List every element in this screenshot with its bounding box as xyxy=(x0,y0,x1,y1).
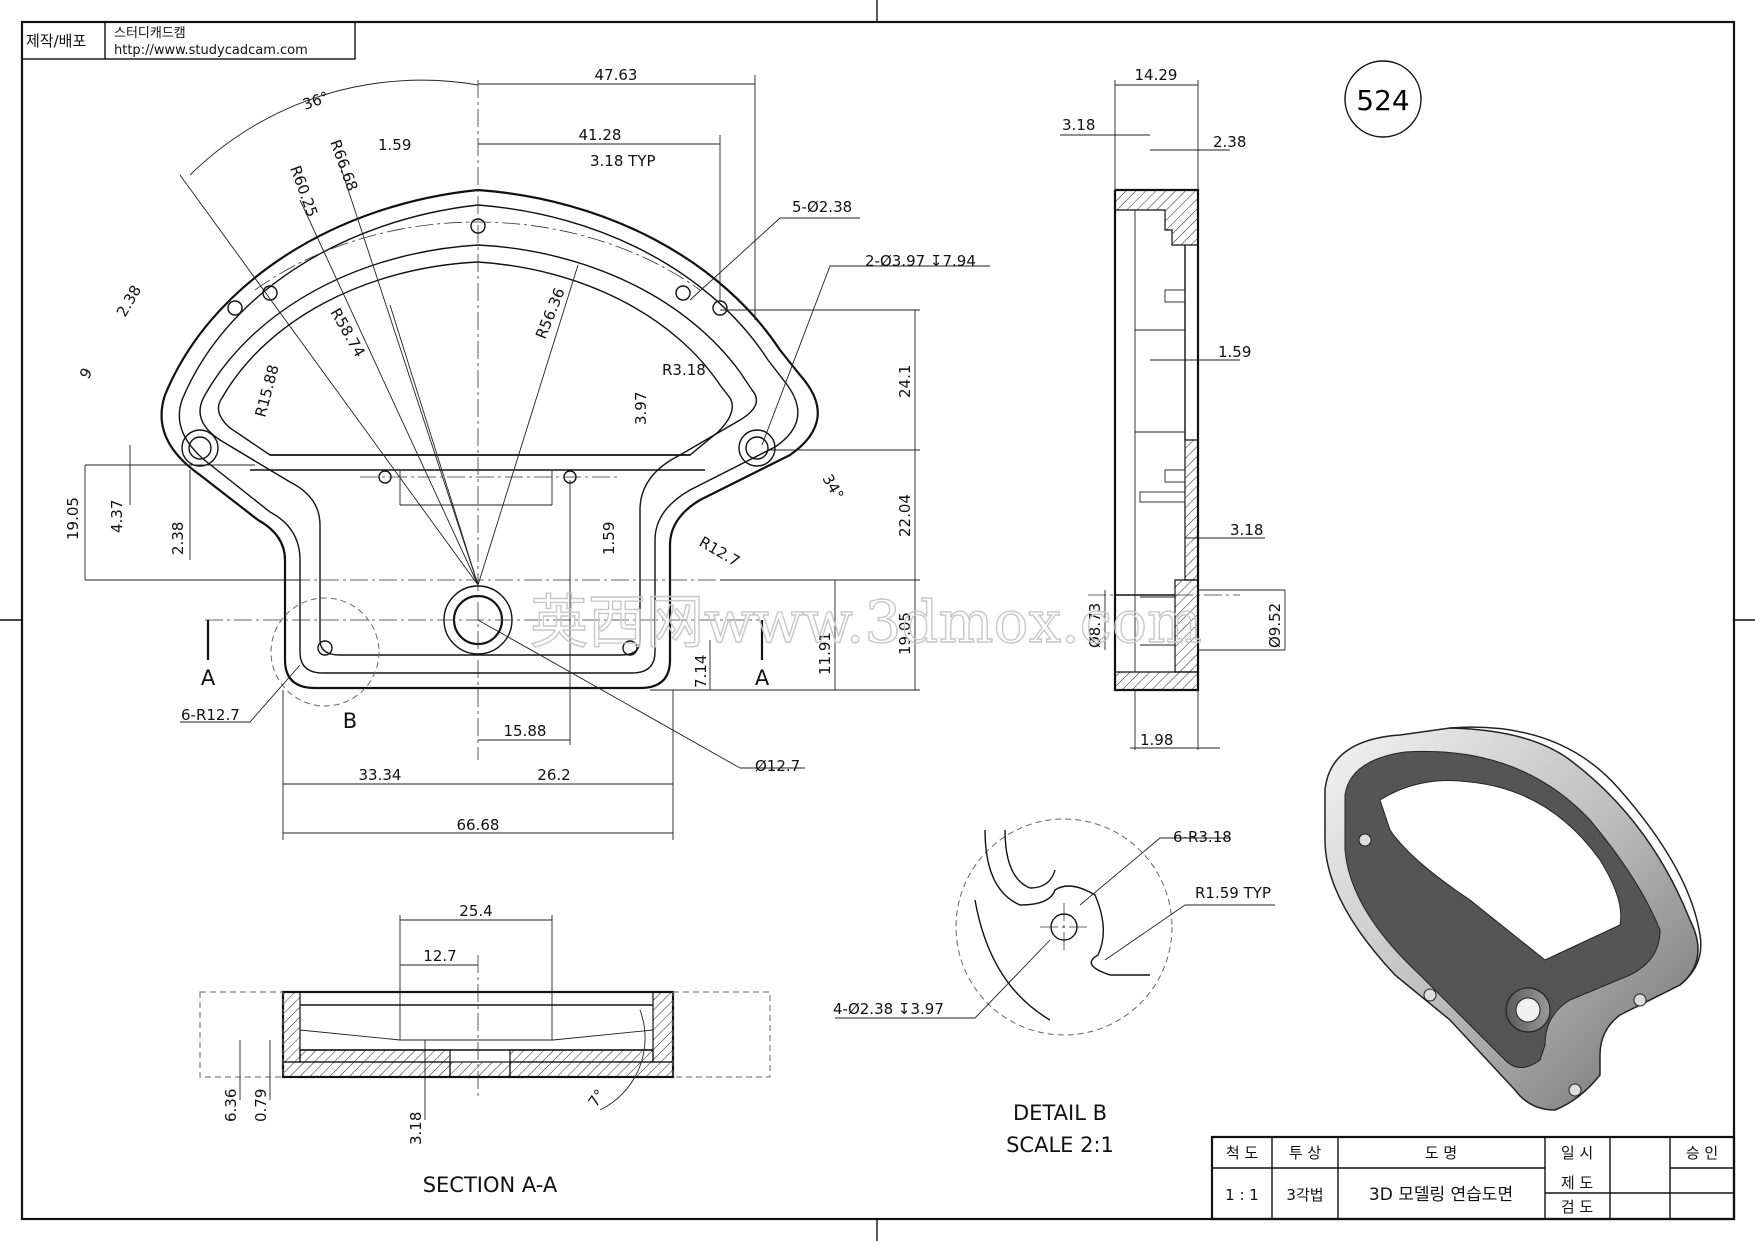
drawing-number: 524 xyxy=(1344,60,1422,138)
side-view: 14.29 3.18 2.38 1.59 3.18 Ø8.73 Ø9.52 1.… xyxy=(1060,66,1286,750)
section-dim-12-7: 12.7 xyxy=(423,947,456,965)
header-site-name: 스터디캐드캠 xyxy=(114,26,186,41)
dim-2-38-left: 2.38 xyxy=(113,282,145,320)
dim-33-34: 33.34 xyxy=(359,766,402,784)
dim-66-68: 66.68 xyxy=(457,816,500,834)
tb-header-approve: 승 인 xyxy=(1686,1144,1718,1162)
title-block: 척 도 투 상 도 명 일 시 승 인 1 : 1 3각법 3D 모델링 연습도… xyxy=(1210,1135,1736,1221)
tb-scale: 1 : 1 xyxy=(1225,1186,1259,1204)
dim-41-28: 41.28 xyxy=(579,126,622,144)
dim-19-05-left: 19.05 xyxy=(64,497,82,540)
dim-26-2: 26.2 xyxy=(537,766,570,784)
side-dim-dia-8-73: Ø8.73 xyxy=(1086,603,1104,648)
dim-36-deg: 36° xyxy=(300,88,331,114)
detail-note-r1-59: R1.59 TYP xyxy=(1195,884,1271,902)
detail-mark-b: B xyxy=(343,709,357,733)
tb-header-name: 도 명 xyxy=(1425,1144,1457,1162)
section-dim-3-18: 3.18 xyxy=(407,1112,425,1145)
side-dim-2-38: 2.38 xyxy=(1213,133,1246,151)
note-2-holes: 2-Ø3.97 ↧7.94 xyxy=(865,252,976,270)
side-dim-1-59: 1.59 xyxy=(1218,343,1251,361)
dim-34-deg: 34° xyxy=(819,471,848,503)
top-view-rim xyxy=(178,204,799,674)
drawing-number-text: 524 xyxy=(1356,84,1409,117)
top-view: 47.63 41.28 3.18 TYP 1.59 36° R66.68 R60… xyxy=(64,66,990,840)
isometric-render xyxy=(1324,726,1702,1111)
dim-7-14: 7.14 xyxy=(692,655,710,688)
dim-19-05-right: 19.05 xyxy=(896,612,914,655)
dim-1-59-top: 1.59 xyxy=(378,136,411,154)
section-mark-a-left: A xyxy=(201,666,216,690)
dim-r3-18: R3.18 xyxy=(662,361,706,379)
dim-r12-7: R12.7 xyxy=(696,533,743,571)
side-dim-3-18-low: 3.18 xyxy=(1230,521,1263,539)
section-mark-a-right: A xyxy=(755,666,770,690)
dim-dia-12-7: Ø12.7 xyxy=(755,757,800,775)
dim-9: 9 xyxy=(76,365,96,382)
tb-drawing-name: 3D 모델링 연습도면 xyxy=(1369,1185,1513,1205)
dim-4-37: 4.37 xyxy=(108,500,126,533)
detail-note-6-r3-18: 6-R3.18 xyxy=(1173,828,1232,846)
detail-scale: SCALE 2:1 xyxy=(1006,1133,1114,1157)
side-dim-14-29: 14.29 xyxy=(1135,66,1178,84)
top-view-window xyxy=(217,261,733,456)
tb-header-scale: 척 도 xyxy=(1226,1144,1259,1162)
header-url[interactable]: http://www.studycadcam.com xyxy=(114,43,308,58)
dim-1-59-mid: 1.59 xyxy=(600,522,618,555)
dim-r66-68: R66.68 xyxy=(326,137,361,193)
dim-22-04: 22.04 xyxy=(896,494,914,537)
tb-projection: 3각법 xyxy=(1286,1186,1323,1204)
section-title: SECTION A-A xyxy=(423,1173,558,1197)
section-dim-25-4: 25.4 xyxy=(459,902,492,920)
detail-title: DETAIL B xyxy=(1013,1101,1107,1125)
dim-24-1: 24.1 xyxy=(896,365,914,398)
dim-2-38-lower: 2.38 xyxy=(169,522,187,555)
dim-47-63: 47.63 xyxy=(595,66,638,84)
dim-3-18-typ: 3.18 TYP xyxy=(590,152,656,170)
side-dim-1-98: 1.98 xyxy=(1140,731,1173,749)
header-label: 제작/배포 xyxy=(26,32,86,50)
section-dim-0-79: 0.79 xyxy=(252,1089,270,1122)
note-5-holes: 5-Ø2.38 xyxy=(792,198,852,216)
header-box: 제작/배포 스터디캐드캠 http://www.studycadcam.com xyxy=(21,21,356,60)
tb-drawn: 제 도 xyxy=(1561,1174,1594,1192)
section-view: 25.4 12.7 6.36 0.79 3.18 7° SECTION A-A xyxy=(199,902,771,1197)
top-view-inner-pocket xyxy=(199,244,758,656)
dim-r58-74: R58.74 xyxy=(327,305,369,360)
dim-r60-25: R60.25 xyxy=(286,163,321,219)
dim-3-97: 3.97 xyxy=(632,392,650,425)
tb-header-date: 일 시 xyxy=(1561,1144,1593,1162)
note-6-r12-7: 6-R12.7 xyxy=(181,706,240,724)
dim-r15-88: R15.88 xyxy=(251,363,282,419)
watermark: 英西网www.3dmox.com xyxy=(530,588,1202,656)
detail-view: 6-R3.18 R1.59 TYP 4-Ø2.38 ↧3.97 DETAIL B… xyxy=(833,818,1275,1157)
dim-15-88: 15.88 xyxy=(504,722,547,740)
detail-note-4-holes: 4-Ø2.38 ↧3.97 xyxy=(833,1000,944,1018)
section-dim-6-36: 6.36 xyxy=(222,1089,240,1122)
side-dim-3-18-top: 3.18 xyxy=(1062,116,1095,134)
tb-checked: 검 도 xyxy=(1561,1198,1594,1216)
dim-11-91: 11.91 xyxy=(816,632,834,675)
tb-header-projection: 투 상 xyxy=(1289,1144,1322,1162)
side-dim-dia-9-52: Ø9.52 xyxy=(1266,603,1284,648)
